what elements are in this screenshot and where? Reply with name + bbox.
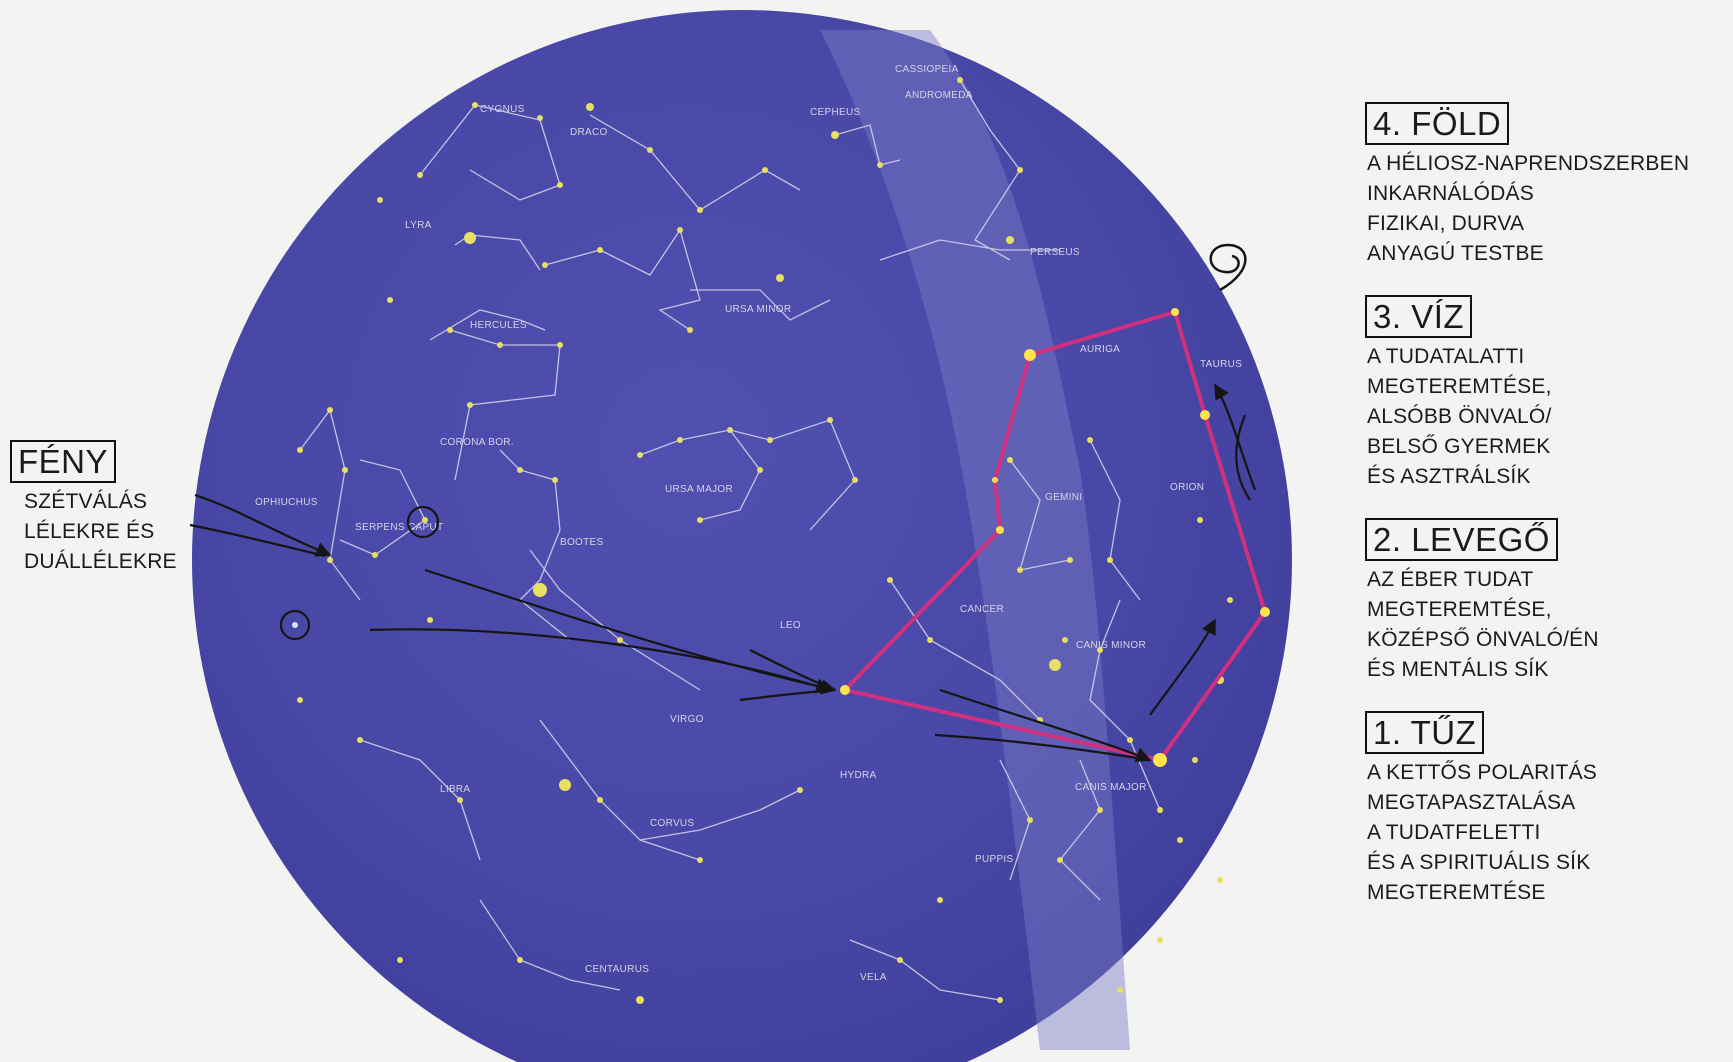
- label-cancer: CANCER: [960, 604, 1004, 615]
- feny-description: SZÉTVÁLÁS LÉLEKRE ÉS DUÁLLÉLEKRE: [24, 487, 177, 577]
- label-vela: VELA: [860, 972, 887, 983]
- label-taurus: TAURUS: [1200, 359, 1242, 370]
- arrows: [189, 383, 1257, 763]
- legend-line: ÉS MENTÁLIS SÍK: [1367, 658, 1549, 681]
- feny-line: LÉLEKRE ÉS: [24, 520, 155, 543]
- legend-item-tuz: 1. TŰZ A KETTŐS POLARITÁS MEGTAPASZTALÁS…: [1365, 711, 1725, 908]
- feny-title: FÉNY: [10, 440, 117, 483]
- legend-line: KÖZÉPSŐ ÖNVALÓ/ÉN: [1367, 628, 1599, 651]
- legend-item-viz: 3. VÍZ A TUDATALATTI MEGTEREMTÉSE, ALSÓB…: [1365, 295, 1725, 492]
- legend-line: BELSŐ GYERMEK: [1367, 435, 1551, 458]
- label-andromeda: ANDROMEDA: [905, 90, 973, 101]
- constellation-labels: CYGNUS DRACO CEPHEUS CASSIOPEIA ANDROMED…: [255, 64, 1242, 983]
- label-cygnus: CYGNUS: [480, 104, 525, 115]
- label-hercules: HERCULES: [470, 320, 527, 331]
- legend-line: A KETTŐS POLARITÁS: [1367, 761, 1597, 784]
- legend-line: MEGTEREMTÉSE,: [1367, 375, 1552, 398]
- marker-dot: [292, 622, 298, 628]
- label-canis-minor: CANIS MINOR: [1076, 640, 1146, 651]
- marker-circle-1: [406, 505, 440, 539]
- label-leo: LEO: [780, 620, 801, 631]
- legend-line: FIZIKAI, DURVA: [1367, 212, 1525, 235]
- marker-circle-2: [279, 609, 311, 641]
- milky-way: [820, 30, 1130, 1050]
- legend-title: 2. LEVEGŐ: [1365, 518, 1558, 561]
- feny-label-group: FÉNY SZÉTVÁLÁS LÉLEKRE ÉS DUÁLLÉLEKRE: [10, 440, 177, 577]
- label-cassiopeia: CASSIOPEIA: [895, 64, 959, 75]
- label-gemini: GEMINI: [1045, 492, 1082, 503]
- legend-line: ANYAGÚ TESTBE: [1367, 242, 1544, 265]
- legend-line: INKARNÁLÓDÁS: [1367, 182, 1534, 205]
- legend-line: ALSÓBB ÖNVALÓ/: [1367, 405, 1552, 428]
- label-serpens: SERPENS CAPUT: [355, 522, 443, 533]
- feny-line: SZÉTVÁLÁS: [24, 490, 148, 513]
- stars: [297, 77, 1233, 1004]
- legend-line: ÉS A SPIRITUÁLIS SÍK: [1367, 851, 1591, 874]
- label-libra: LIBRA: [440, 784, 470, 795]
- legend-description: A KETTŐS POLARITÁS MEGTAPASZTALÁSA A TUD…: [1367, 758, 1725, 908]
- label-puppis: PUPPIS: [975, 854, 1014, 865]
- label-draco: DRACO: [570, 127, 608, 138]
- legend-description: A HÉLIOSZ-NAPRENDSZERBEN INKARNÁLÓDÁS FI…: [1367, 149, 1725, 269]
- element-legend: 4. FÖLD A HÉLIOSZ-NAPRENDSZERBEN INKARNÁ…: [1365, 102, 1725, 934]
- label-canis-major: CANIS MAJOR: [1075, 782, 1147, 793]
- label-cepheus: CEPHEUS: [810, 107, 860, 118]
- legend-line: MEGTEREMTÉSE,: [1367, 598, 1552, 621]
- legend-line: MEGTEREMTÉSE: [1367, 881, 1546, 904]
- label-hydra: HYDRA: [840, 770, 877, 781]
- legend-description: AZ ÉBER TUDAT MEGTEREMTÉSE, KÖZÉPSŐ ÖNVA…: [1367, 565, 1725, 685]
- label-ursa-major: URSA MAJOR: [665, 484, 733, 495]
- legend-item-levego: 2. LEVEGŐ AZ ÉBER TUDAT MEGTEREMTÉSE, KÖ…: [1365, 518, 1725, 685]
- label-bootes: BOOTES: [560, 537, 604, 548]
- legend-title: 3. VÍZ: [1365, 295, 1473, 338]
- label-centaurus: CENTAURUS: [585, 964, 649, 975]
- legend-line: A TUDATALATTI: [1367, 345, 1525, 368]
- legend-line: MEGTAPASZTALÁSA: [1367, 791, 1576, 814]
- legend-title: 1. TŰZ: [1365, 711, 1485, 754]
- legend-line: ÉS ASZTRÁLSÍK: [1367, 465, 1531, 488]
- label-corvus: CORVUS: [650, 818, 694, 829]
- legend-line: AZ ÉBER TUDAT: [1367, 568, 1534, 591]
- label-auriga: AURIGA: [1080, 344, 1120, 355]
- route-stars: [840, 308, 1270, 767]
- label-perseus: PERSEUS: [1030, 247, 1080, 258]
- legend-line: A TUDATFELETTI: [1367, 821, 1541, 844]
- feny-line: DUÁLLÉLEKRE: [24, 550, 177, 573]
- label-ophiuchus: OPHIUCHUS: [255, 497, 318, 508]
- label-orion: ORION: [1170, 482, 1204, 493]
- label-lyra: LYRA: [405, 220, 432, 231]
- label-ursa-minor: URSA MINOR: [725, 304, 791, 315]
- legend-line: A HÉLIOSZ-NAPRENDSZERBEN: [1367, 152, 1690, 175]
- label-corona-bor: CORONA BOR.: [440, 437, 514, 448]
- spiral-glyph: [1209, 243, 1247, 292]
- legend-description: A TUDATALATTI MEGTEREMTÉSE, ALSÓBB ÖNVAL…: [1367, 342, 1725, 492]
- legend-item-fold: 4. FÖLD A HÉLIOSZ-NAPRENDSZERBEN INKARNÁ…: [1365, 102, 1725, 269]
- legend-title: 4. FÖLD: [1365, 102, 1510, 145]
- sky-disc: [192, 10, 1292, 1062]
- label-virgo: VIRGO: [670, 714, 704, 725]
